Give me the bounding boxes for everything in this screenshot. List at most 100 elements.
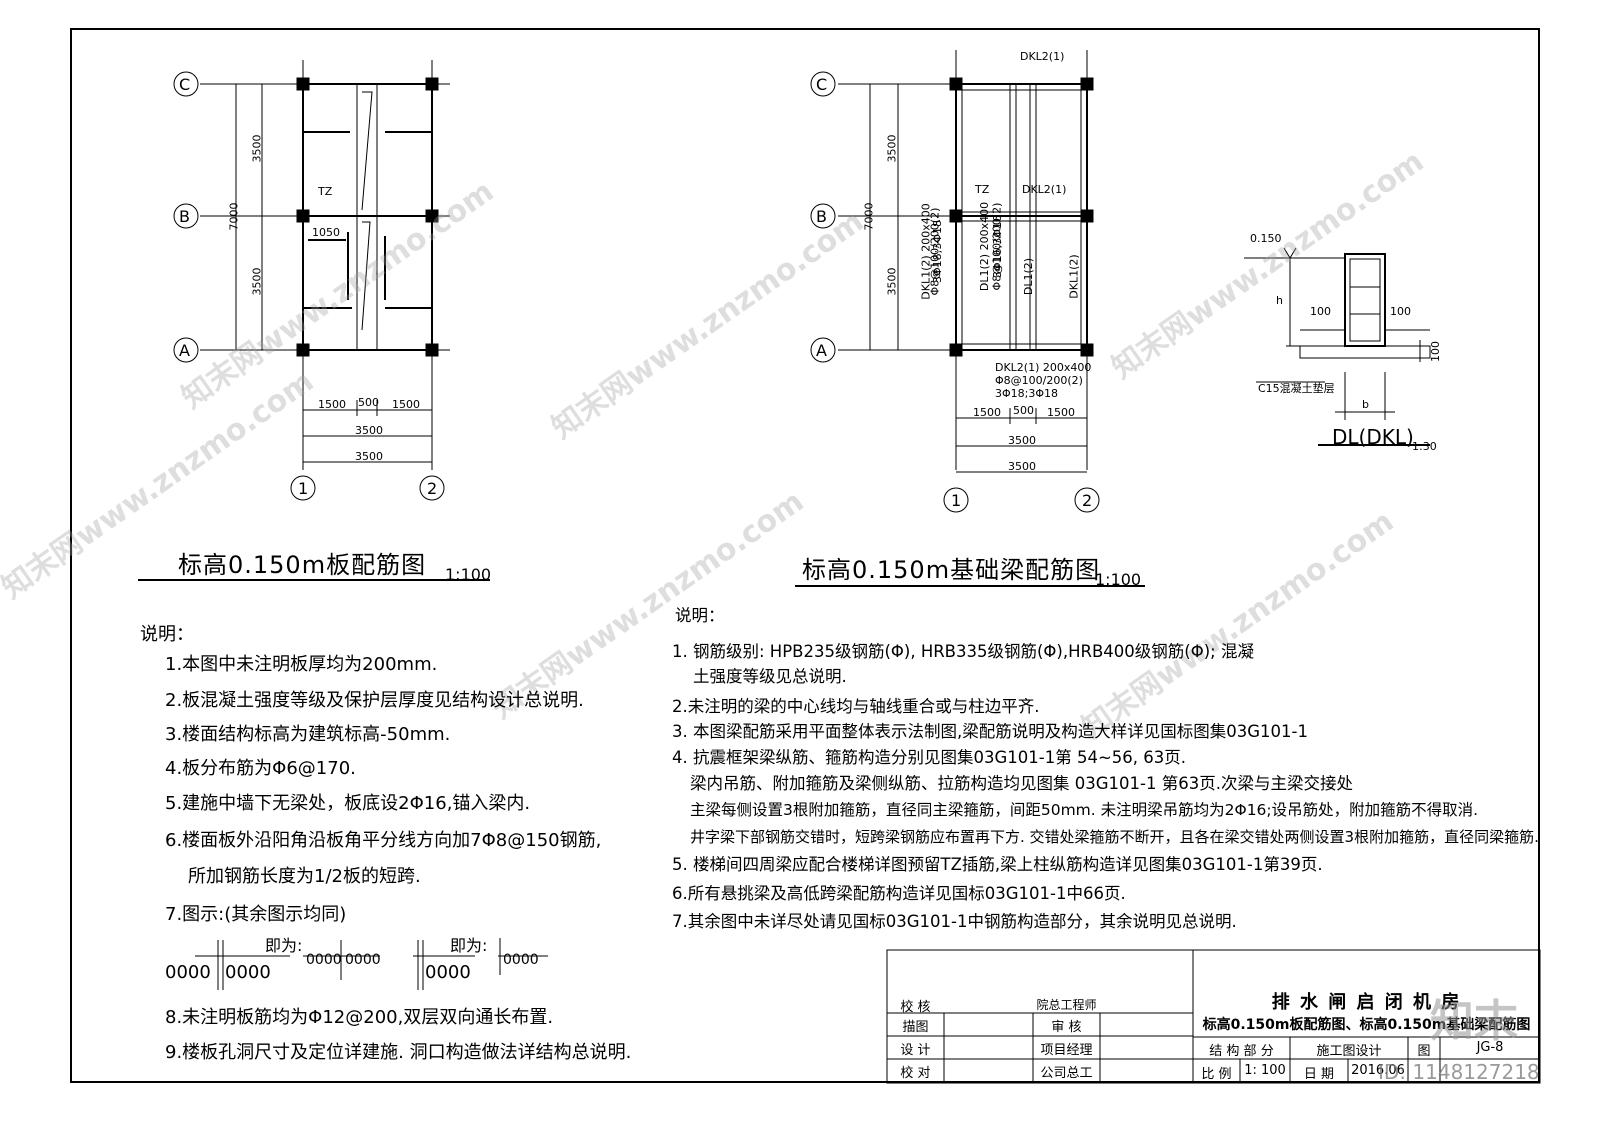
tz-label: TZ: [975, 183, 990, 196]
left-plan-scale: 1:100: [445, 565, 492, 584]
tb-dept: 结 构 部 分: [1209, 1044, 1274, 1059]
dim-1500-a-r: 1500: [973, 406, 1001, 419]
axis-label-b-r: B: [816, 207, 827, 226]
note-item: 3. 本图梁配筋采用平面整体表示法制图,梁配筋说明及构造大样详见国标图集03G1…: [672, 722, 1308, 741]
dim-1050: 1050: [312, 226, 340, 239]
right-plan-title: 标高0.150m基础梁配筋图: [802, 556, 1101, 584]
note-item: 3.楼面结构标高为建筑标高-50mm.: [165, 724, 451, 745]
beam-label: DKL2(1): [1020, 50, 1065, 63]
drawing-sheet-border: [70, 28, 1540, 1083]
beam-spec: 3Φ18;3Φ18: [931, 219, 945, 284]
tb-cell: 设 计: [900, 1043, 931, 1058]
beam-label: DKL1(2): [1067, 254, 1081, 299]
note-item: 4.板分布筋为Φ6@170.: [165, 758, 356, 779]
right-plan-scale: 1:100: [1095, 570, 1142, 589]
legend-text: 0000: [165, 962, 211, 983]
dim-1500-a: 1500: [318, 398, 346, 411]
note-item: 井字梁下部钢筋交错时，短跨梁钢筋应布置再下方. 交错处梁箍筋不断开，且各在梁交错…: [690, 828, 1539, 846]
section-elev: 0.150: [1250, 232, 1282, 245]
tb-fig-label: 图: [1417, 1044, 1431, 1059]
tb-stage: 施工图设计: [1316, 1044, 1382, 1059]
notes-left-heading: 说明：: [140, 624, 194, 645]
tb-date-label: 日 期: [1303, 1067, 1335, 1082]
notes-right-heading: 说明：: [675, 606, 725, 625]
legend-text: 0000: [306, 952, 342, 968]
note-item: 6.所有悬挑梁及高低跨梁配筋构造详见国标03G101-1中66页.: [672, 884, 1126, 903]
note-item: 1. 钢筋级别: HPB235级钢筋(Φ), HRB335级钢筋(Φ),HRB4…: [672, 642, 1254, 661]
note-item: 2.板混凝土强度等级及保护层厚度见结构设计总说明.: [165, 690, 584, 711]
beam-spec: DL1(2) 200x400: [978, 201, 992, 292]
tb-cell: 公司总工: [1040, 1066, 1093, 1081]
axis-label-1: 1: [298, 479, 309, 498]
note-item: 8.未注明板筋均为Φ12@200,双层双向通长布置.: [165, 1007, 554, 1028]
axis-label-b: B: [179, 207, 190, 226]
tb-cell: 校 核: [900, 1000, 931, 1015]
drawing-name: 标高0.150m板配筋图、标高0.150m基础梁配筋图: [1202, 1017, 1531, 1033]
note-item: 5.建施中墙下无梁处，板底设2Φ16,锚入梁内.: [165, 793, 531, 814]
tb-cell: 院总工程师: [1036, 998, 1097, 1012]
dim-7000: 7000: [227, 202, 241, 231]
dim-3500-h1: 3500: [355, 424, 383, 437]
beam-label: DL1(2): [1022, 257, 1036, 296]
axis-label-a-r: A: [816, 341, 827, 360]
dim-1500-b: 1500: [392, 398, 420, 411]
tb-cell: 描图: [902, 1020, 929, 1035]
note-item: 所加钢筋长度为1/2板的短跨.: [188, 866, 421, 887]
legend-jiwei: 即为:: [265, 936, 303, 955]
tb-scale-val: 1: 100: [1244, 1063, 1286, 1078]
tb-scale-label: 比 例: [1201, 1067, 1232, 1082]
tb-cell: 审 核: [1051, 1020, 1082, 1035]
legend-text: 0000: [503, 952, 539, 968]
dim-500-r: 500: [1013, 404, 1034, 417]
axis-label-2-r: 2: [1082, 491, 1093, 510]
beam-spec: 3Φ18;3Φ18: [995, 387, 1059, 400]
section-h: h: [1276, 294, 1283, 307]
dim-7000-r: 7000: [862, 202, 876, 231]
section-pad-label: C15混凝土垫层: [1258, 382, 1335, 395]
axis-label-2: 2: [427, 479, 438, 498]
legend-text: 0000: [345, 952, 381, 968]
note-item: 主梁每侧设置3根附加箍筋，直径同主梁箍筋，间距50mm. 未注明梁吊筋均为2Φ1…: [690, 801, 1479, 819]
dim-3500-h2: 3500: [355, 450, 383, 463]
axis-label-c-r: C: [816, 75, 828, 94]
dim-3500-h1-r: 3500: [1008, 434, 1036, 447]
note-item: 土强度等级见总说明.: [693, 667, 847, 686]
dim-3500-bottom-r: 3500: [885, 267, 899, 296]
tb-cell: 项目经理: [1040, 1043, 1093, 1058]
note-item: 4. 抗震框架梁纵筋、箍筋构造分别见图集03G101-1第 54~56, 63页…: [672, 748, 1187, 767]
beam-label: DKL2(1): [1022, 183, 1067, 196]
note-item: 1.本图中未注明板厚均为200mm.: [165, 654, 438, 675]
dim-3500-top-r: 3500: [885, 134, 899, 163]
note-item: 5. 楼梯间四周梁应配合楼梯详图预留TZ插筋,梁上柱纵筋构造详见图集03G101…: [672, 855, 1323, 874]
note-item: 7.图示:(其余图示均同): [165, 904, 347, 925]
section-dim: 100: [1310, 305, 1331, 318]
note-item: 6.楼面板外沿阳角沿板角平分线方向加7Φ8@150钢筋,: [165, 830, 602, 851]
note-item: 2.未注明的梁的中心线均与轴线重合或与柱边平齐.: [672, 697, 1040, 716]
section-scale: 1:30: [1412, 440, 1437, 453]
legend-text: 0000: [425, 962, 471, 983]
legend-jiwei: 即为:: [450, 936, 488, 955]
dim-500: 500: [358, 396, 379, 409]
left-plan-title: 标高0.150m板配筋图: [178, 551, 427, 579]
section-dim: 100: [1429, 341, 1442, 362]
project-name: 排 水 闸 启 闭 机 房: [1271, 992, 1462, 1013]
tb-date-val: 2016.06: [1351, 1063, 1405, 1078]
beam-spec: DKL2(1) 200x400: [995, 361, 1092, 374]
axis-label-a: A: [179, 341, 190, 360]
dim-1500-b-r: 1500: [1047, 406, 1075, 419]
tb-fig-no: JG-8: [1476, 1040, 1504, 1055]
axis-label-1-r: 1: [951, 491, 962, 510]
beam-spec: 3Φ16;3Φ16: [991, 214, 1005, 279]
legend-text: 0000: [225, 962, 271, 983]
brand-logo: 知末: [1430, 996, 1518, 1047]
note-item: 7.其余图中未详尽处请见国标03G101-1中钢筋构造部分，其余说明见总说明.: [672, 912, 1237, 931]
tz-label: TZ: [318, 185, 333, 198]
section-name: DL(DKL): [1332, 425, 1414, 449]
dim-3500-top: 3500: [250, 134, 264, 163]
axis-label-c: C: [179, 75, 191, 94]
tb-cell: 校 对: [900, 1066, 931, 1081]
note-item: 9.楼板孔洞尺寸及定位详建施. 洞口构造做法详结构总说明.: [165, 1042, 632, 1063]
note-item: 梁内吊筋、附加箍筋及梁侧纵筋、拉筋构造均见图集 03G101-1 第63页.次梁…: [690, 774, 1353, 793]
dim-3500-h2-r: 3500: [1008, 460, 1036, 473]
